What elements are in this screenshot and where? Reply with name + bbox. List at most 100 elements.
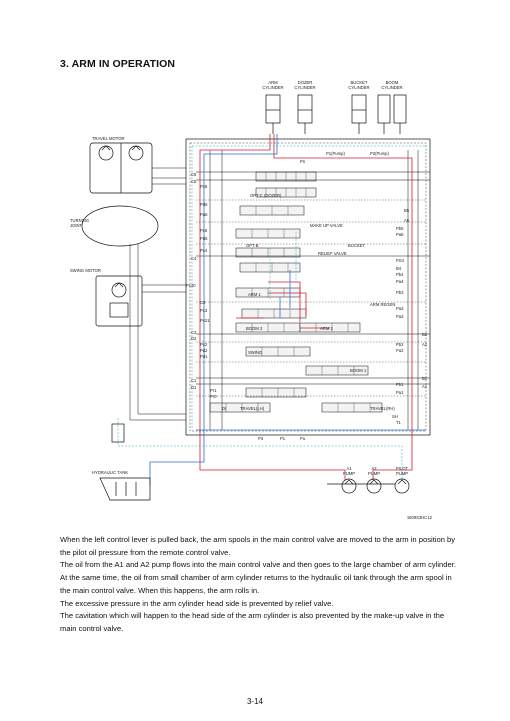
pressure-lines [199,134,413,480]
bottom-label-dr: Dr [222,406,227,411]
spool-travel-rh-label: TRAVEL(RH) [370,406,395,411]
paragraph: When the left control lever is pulled ba… [60,535,456,557]
spool-swing-label: SWING [248,350,262,355]
svg-text:Pb5: Pb5 [396,226,404,231]
bucket-cylinder-label-1: BUCKET [351,80,368,85]
pilot-pump [394,478,410,494]
turning-joint-label-1: TURNING [70,218,89,223]
svg-text:D2: D2 [191,336,197,341]
boom-cylinder-label-2: CYLINDER [381,85,402,90]
svg-text:Pc21: Pc21 [200,318,210,323]
svg-text:Pa4: Pa4 [396,279,404,284]
svg-text:Pr1: Pr1 [210,388,217,393]
dozer-cylinder-label-1: DOZER [298,80,313,85]
figure-code: 1609S3HC12 [407,515,433,520]
pilot-pump-label-1: PILOT [396,466,409,471]
svg-text:Pc6: Pc6 [200,184,208,189]
svg-text:Pa1: Pa1 [396,390,404,395]
hydraulic-tank-label: HYDRAULIC TANK [92,470,128,475]
relief-valve-label: RELIEF VALVE [318,251,347,256]
spool-opt-c-label: OPT-C (DOZER) [250,193,282,198]
svg-text:Pb1: Pb1 [396,382,404,387]
bottom-label-pu: Pu [300,436,306,441]
spool-opt-b-label: OPT-B [246,243,259,248]
spool-stack [209,171,383,413]
svg-text:Pa2: Pa2 [396,348,404,353]
a1-pump-label-2: PUMP [343,471,355,476]
svg-text:PS4: PS4 [396,258,405,263]
svg-text:Pd1: Pd1 [200,354,208,359]
swing-motor [95,275,143,327]
svg-text:Pd5: Pd5 [200,236,208,241]
svg-text:Pc2: Pc2 [200,342,208,347]
svg-text:Pc5: Pc5 [200,228,208,233]
svg-text:Pb3: Pb3 [396,290,404,295]
arm-cylinder [265,94,281,134]
svg-text:B5: B5 [404,208,410,213]
boom-cylinder-group [377,94,407,134]
travel-motor-label: TRAVEL MOTOR [92,136,125,141]
paragraph: The oil from the A1 and A2 pump flows in… [60,560,456,570]
right-port-labels: B5 A5 Pb5 Pa5 PS4 B4 Pb4 Pa4 Pb3 Pa3 Pa3… [396,208,428,425]
arm-cylinder-label-1: ARM [268,80,278,85]
sh-label: SH [392,414,398,419]
dozer-cylinder-label-2: CYLINDER [294,85,315,90]
svg-text:Pr0: Pr0 [210,394,217,399]
spool-boom1-label: BOOM 1 [350,368,367,373]
p2-pump-label: P2(Pump) [370,151,389,156]
pn-label: Pn [300,159,306,164]
a2-pump-label-1: A2 [371,466,377,471]
a1-pump [341,478,357,494]
svg-text:Pd2: Pd2 [200,348,208,353]
svg-text:Pa3: Pa3 [396,314,404,319]
svg-text:T1: T1 [396,420,402,425]
a2-pump [366,478,382,494]
bottom-label-p1: P1 [280,436,286,441]
svg-text:C2: C2 [191,330,197,335]
turning-joint [81,205,159,247]
hydraulic-tank [99,477,151,501]
svg-text:B2: B2 [422,332,428,337]
svg-text:Pc3: Pc3 [200,308,208,313]
main-control-valve [185,138,431,436]
description-text: When the left control lever is pulled ba… [60,534,458,636]
arm-cylinder-label-2: CYLINDER [262,85,283,90]
svg-text:C3: C3 [200,300,206,305]
a1-pump-label-1: A1 [346,466,352,471]
svg-text:B4: B4 [396,266,402,271]
swing-motor-label: SWING MOTOR [70,268,101,273]
spool-arm1-label: ARM 1 [248,292,261,297]
spool-boom2-label: BOOM 2 [246,326,263,331]
left-port-labels: C6 C5 Pc6 Pd6 Pa5 C4 Pc5 Pd5 Pc4 C3 Pc3 … [186,172,217,399]
svg-text:D1: D1 [191,385,197,390]
spool-bucket-label: BUCKET [348,243,365,248]
svg-text:A1: A1 [422,384,428,389]
svg-text:C1: C1 [191,378,197,383]
spool-travel-lh-label: TRAVEL(LH) [240,406,265,411]
page-number: 3-14 [246,697,263,706]
svg-text:B1: B1 [422,376,428,381]
paragraph: At the same time, the oil from small cha… [60,573,452,595]
travel-motor [89,142,153,194]
paragraph: The cavitation which will happen to the … [60,611,445,633]
svg-text:Pa3: Pa3 [396,306,404,311]
hydraulic-schematic: ARM CYLINDER DOZER CYLINDER BUCKET CYLIN… [70,80,433,520]
pilot-pump-label-2: PUMP [396,471,408,476]
section-title: 3. ARM IN OPERATION [60,58,176,70]
boom-cylinder-label-1: BOOM [386,80,399,85]
svg-text:Pb4: Pb4 [396,272,404,277]
a2-pump-label-2: PUMP [368,471,380,476]
bucket-cylinder-label-2: CYLINDER [348,85,369,90]
svg-text:C5: C5 [191,179,197,184]
bottom-label-p3: P3 [258,436,264,441]
return-lines [149,134,426,486]
p1-pump-label: P1(Pump) [326,151,345,156]
svg-text:Pb2: Pb2 [396,342,404,347]
paragraph: The excessive pressure in the arm cylind… [60,598,334,608]
svg-text:A2: A2 [422,342,428,347]
make-up-valve-label: MAKE UP VALVE [310,223,343,228]
svg-text:Pc4: Pc4 [200,248,208,253]
svg-text:Pa5: Pa5 [200,212,208,217]
svg-text:C4: C4 [191,256,197,261]
pilot-lines [117,145,426,480]
